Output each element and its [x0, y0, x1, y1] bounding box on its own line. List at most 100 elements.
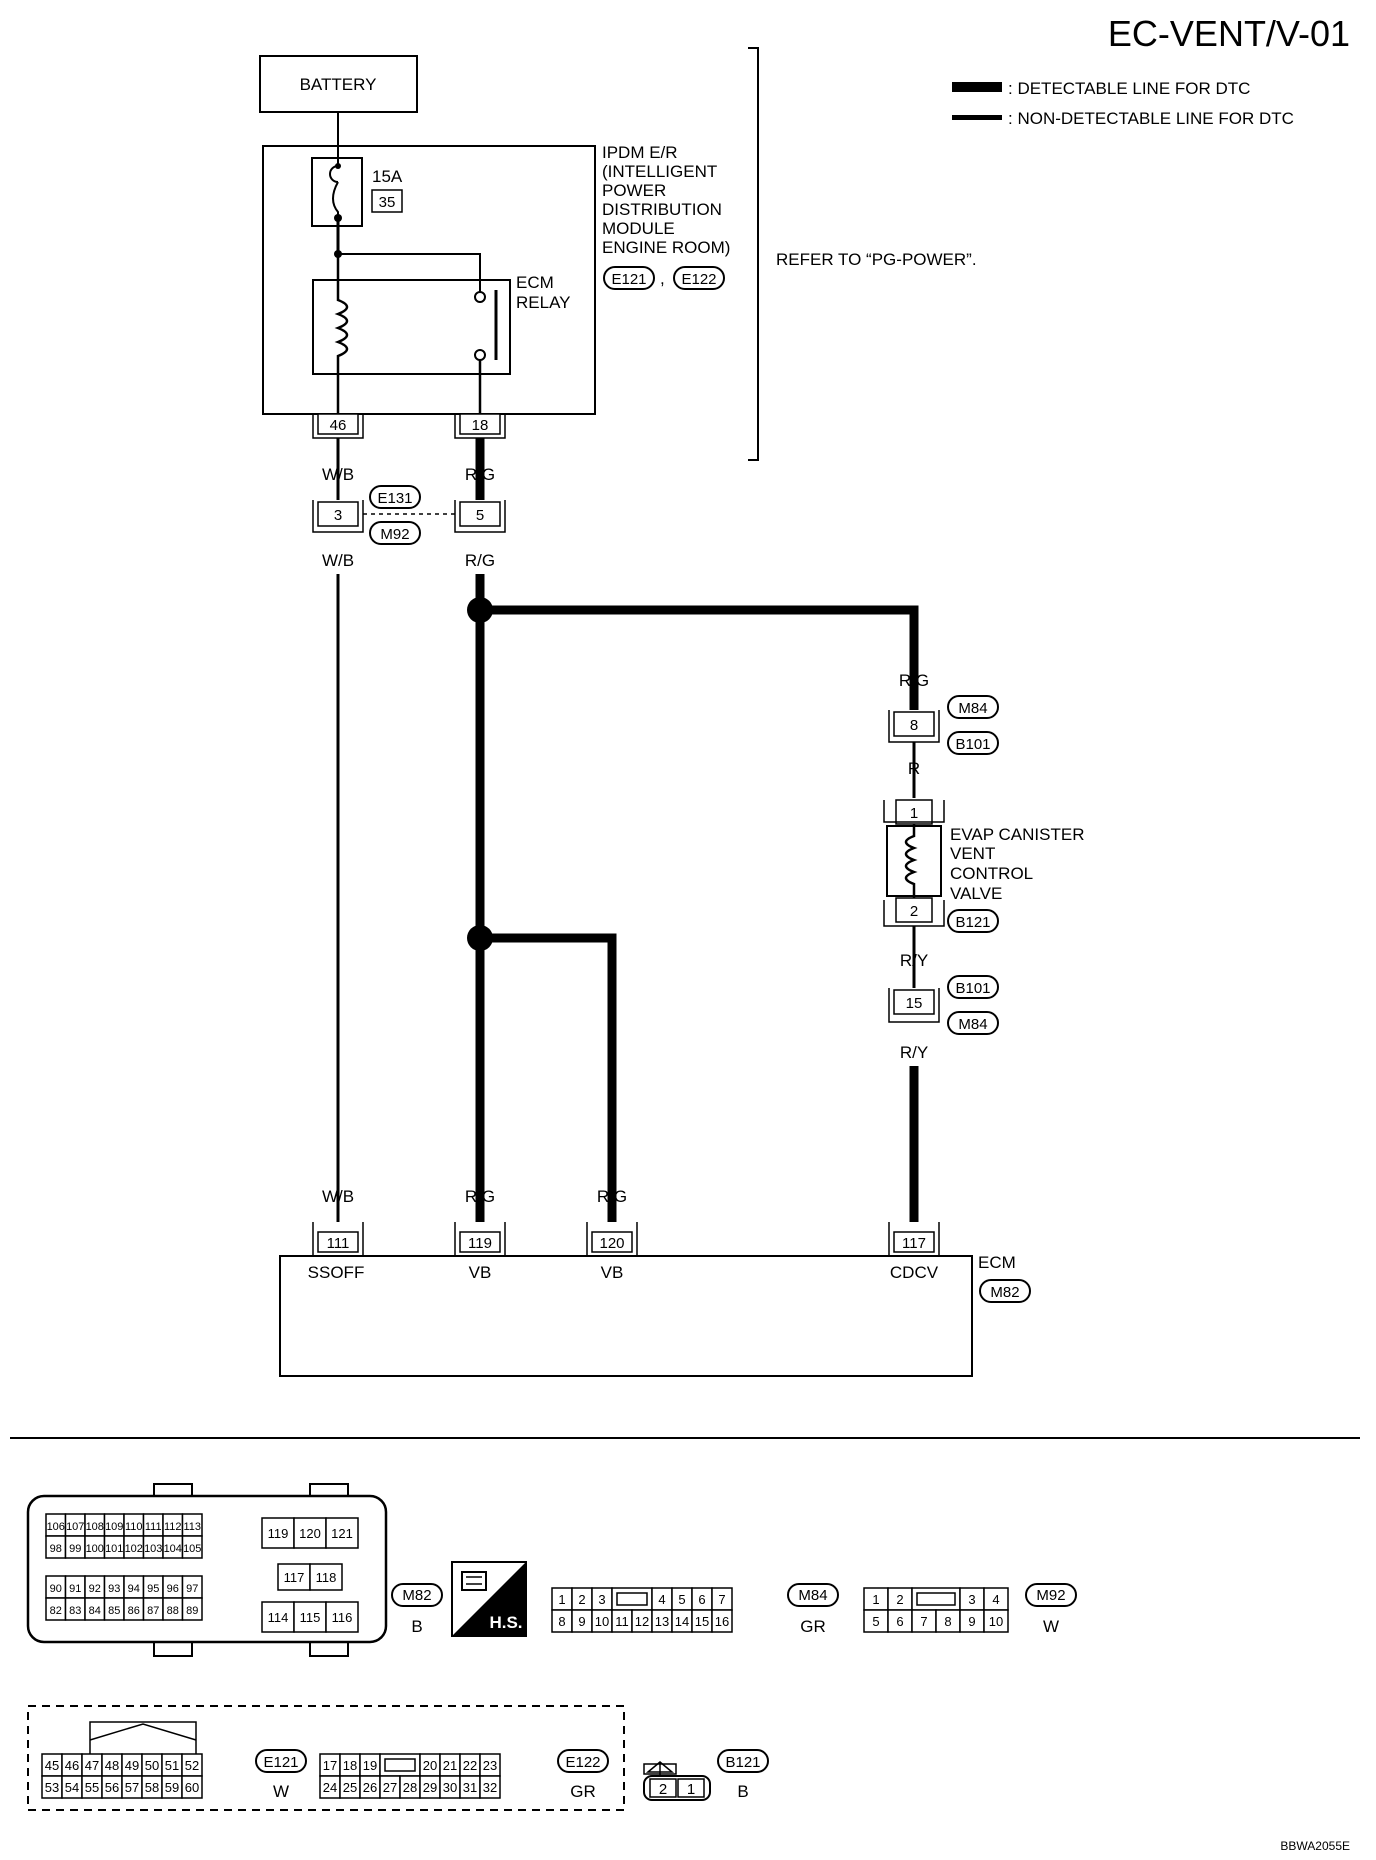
hs-connector-icon [461, 1571, 487, 1591]
legend: : DETECTABLE LINE FOR DTC : NON-DETECTAB… [952, 79, 1294, 128]
e122-cell-32 [479, 1775, 501, 1799]
m92-cell-8-label: 8 [944, 1614, 951, 1629]
connector-view-e121-id: E121 [263, 1754, 298, 1771]
m92-cell-3-label: 3 [968, 1592, 975, 1607]
b121-pin-1: 1 [687, 1781, 695, 1798]
connector-badge-e131: E131 [369, 485, 421, 509]
m82-cell-113-label: 113 [183, 1521, 201, 1533]
wire-label-rg-4: R/G [465, 1187, 495, 1206]
svg-text:18: 18 [472, 417, 489, 434]
junction-terminal-5: 5 [454, 500, 506, 533]
connector-view-e121-color: W [273, 1782, 289, 1801]
m84-cell-8-label: 8 [558, 1614, 565, 1629]
svg-text:E121: E121 [611, 271, 646, 288]
wire-label-ry-2: R/Y [900, 1043, 928, 1062]
m82-cell-83-label: 83 [69, 1605, 81, 1617]
m82-cell-121-label: 121 [331, 1526, 353, 1541]
relay-contact-top [474, 291, 486, 303]
e122-cell-22-label: 22 [463, 1758, 477, 1773]
e122-cell-25-label: 25 [343, 1780, 357, 1795]
m84-cell-14-label: 14 [675, 1614, 689, 1629]
e122-cell-19-label: 19 [363, 1758, 377, 1773]
e122-cell-21-label: 21 [443, 1758, 457, 1773]
m82-cell-93-label: 93 [108, 1583, 120, 1595]
wire-label-wb-1: W/B [322, 465, 354, 484]
m92-cell-key [911, 1587, 961, 1611]
m82-cell-102-label: 102 [125, 1543, 143, 1555]
connector-badge-m92: M92 [369, 521, 421, 545]
m92-cell-key-key [916, 1592, 956, 1606]
ecm-pin-vb-2: VB [601, 1263, 624, 1282]
e121-cell-60-label: 60 [185, 1780, 199, 1795]
ecm-terminal-117: 117 [888, 1222, 940, 1257]
e121-cell-50-label: 50 [145, 1758, 159, 1773]
svg-text:ECM: ECM [516, 273, 554, 292]
connector-badge-b101-b: B101 [947, 975, 999, 999]
ipdm-bracket [748, 47, 759, 461]
m84-cell-16-label: 16 [715, 1614, 729, 1629]
e122-cell-29-label: 29 [423, 1780, 437, 1795]
svg-text:IPDM E/R: IPDM E/R [602, 143, 678, 162]
connector-view-e122-id: E122 [565, 1754, 600, 1771]
m82-cell-89 [181, 1597, 203, 1621]
m82-cell-89-label: 89 [186, 1605, 198, 1617]
svg-text:ENGINE ROOM): ENGINE ROOM) [602, 238, 730, 257]
m82-cell-115-label: 115 [300, 1610, 321, 1625]
m82-cell-121 [325, 1517, 359, 1549]
m82-cell-85-label: 85 [108, 1605, 120, 1617]
svg-text:B101: B101 [955, 736, 990, 753]
connector-view-b121-badge [717, 1749, 769, 1773]
e121-cell-55-label: 55 [85, 1780, 99, 1795]
m82-cell-116 [325, 1601, 359, 1633]
m92-cell-1-label: 1 [872, 1592, 879, 1607]
ipdm-label: IPDM E/R (INTELLIGENT POWER DISTRIBUTION… [602, 143, 730, 257]
m84-cell-12-label: 12 [635, 1614, 649, 1629]
legend-detectable-label: : DETECTABLE LINE FOR DTC [1008, 79, 1250, 98]
m84-cell-9-label: 9 [578, 1614, 585, 1629]
e121-cell-54-label: 54 [65, 1780, 79, 1795]
e122-cell-key [379, 1753, 421, 1777]
diagram-title: EC-VENT/V-01 [1108, 13, 1350, 54]
fuse-number-box [371, 189, 403, 213]
ecm-pin-cdcv: CDCV [890, 1263, 939, 1282]
svg-text:111: 111 [327, 1235, 350, 1252]
m92-cell-6-label: 6 [896, 1614, 903, 1629]
valve-terminal-2 [895, 897, 933, 923]
valve-terminal-15: 15 [888, 988, 940, 1023]
m84-cell-key [611, 1587, 653, 1611]
connector-view-m92-id: M92 [1036, 1587, 1065, 1604]
e121-cell-57-label: 57 [125, 1780, 139, 1795]
svg-text:(INTELLIGENT: (INTELLIGENT [602, 162, 717, 181]
valve-coil [904, 824, 918, 898]
wire-rg-to-valve [480, 605, 919, 710]
connector-view-b121-id: B121 [725, 1754, 760, 1771]
m84-cell-7-label: 7 [718, 1592, 725, 1607]
m82-cell-105 [181, 1535, 203, 1559]
connector-badge-b121-a: B121 [947, 909, 999, 933]
m92-cell-10 [983, 1609, 1009, 1633]
m84-cell-2-label: 2 [578, 1592, 585, 1607]
e121-cell-59-label: 59 [165, 1780, 179, 1795]
m84-cell-5-label: 5 [678, 1592, 685, 1607]
connector-badge-m84-a: M84 [947, 695, 999, 719]
m82-cell-84-label: 84 [89, 1605, 101, 1617]
m84-cell-1-label: 1 [558, 1592, 565, 1607]
svg-text:RELAY: RELAY [516, 293, 571, 312]
e122-cell-32-label: 32 [483, 1780, 497, 1795]
e121-cell-58-label: 58 [145, 1780, 159, 1795]
m82-cell-105-label: 105 [183, 1543, 201, 1555]
e122-cell-28-label: 28 [403, 1780, 417, 1795]
m82-cell-111-label: 111 [145, 1521, 162, 1533]
svg-text:2: 2 [910, 903, 918, 920]
svg-text:5: 5 [476, 507, 484, 524]
e121-cell-47-label: 47 [85, 1758, 99, 1773]
m82-cell-118 [309, 1563, 343, 1591]
e121-cell-46-label: 46 [65, 1758, 79, 1773]
svg-text:46: 46 [330, 417, 347, 434]
e122-cell-30-label: 30 [443, 1780, 457, 1795]
m82-cell-104-label: 104 [164, 1543, 182, 1555]
e121-cell-51-label: 51 [165, 1758, 179, 1773]
